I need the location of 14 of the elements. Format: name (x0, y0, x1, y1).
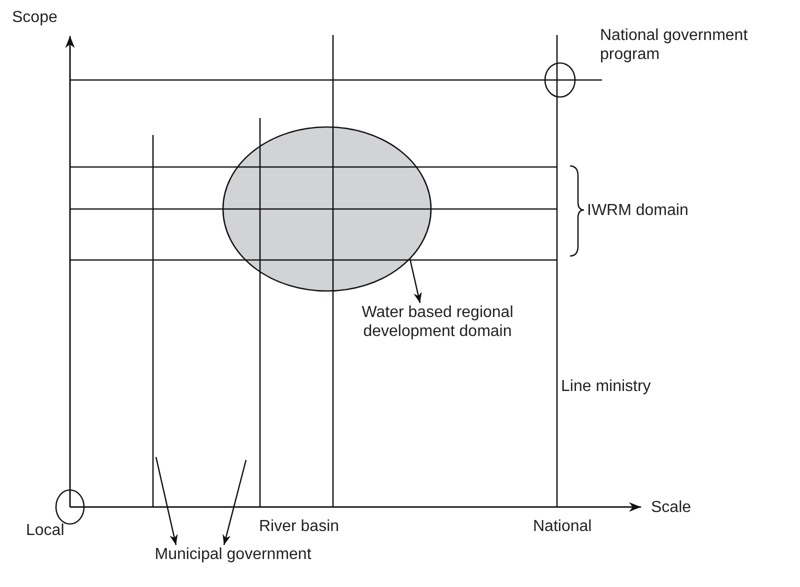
axis-label: Line ministry (561, 377, 651, 396)
axis-label: Scale (651, 498, 692, 517)
annotation-text: Water based regional development domain (330, 303, 545, 341)
axis-label: River basin (259, 517, 340, 536)
domain-ellipse (222, 126, 432, 292)
arrow (409, 258, 422, 304)
axis-label: Scope (12, 8, 58, 27)
annotation-text: Municipal government (118, 545, 348, 564)
arrow (222, 460, 247, 546)
axis-label: National government program (600, 26, 749, 64)
axis-label: National (533, 517, 592, 536)
arrow (155, 456, 178, 546)
axis-label: IWRM domain (587, 201, 688, 220)
axis-label: Local (26, 521, 64, 540)
